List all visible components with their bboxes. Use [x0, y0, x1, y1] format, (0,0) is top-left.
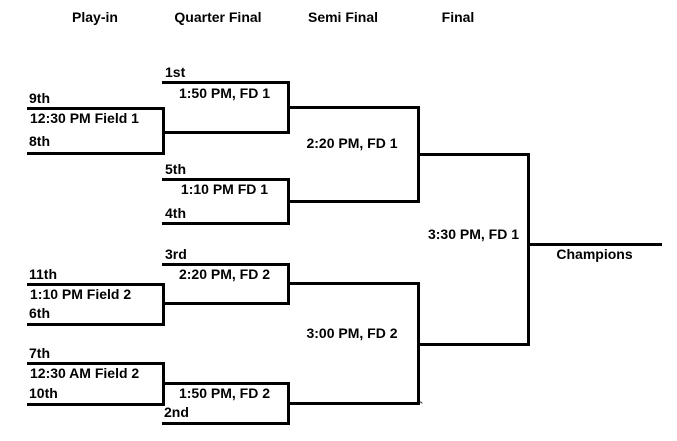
qf2-bottom-seed: 4th — [165, 205, 186, 221]
bracket-line — [287, 402, 417, 405]
column-header-final: Final — [441, 9, 475, 25]
bracket-line — [417, 153, 527, 156]
bracket-line — [162, 302, 287, 305]
bracket-line — [527, 153, 530, 346]
qf4-schedule: 1:50 PM, FD 2 — [178, 385, 271, 401]
column-header-quarter-final: Quarter Final — [174, 9, 262, 25]
bracket-line — [27, 107, 162, 110]
playin2-top-seed: 11th — [29, 266, 58, 282]
bracket-line — [162, 131, 287, 134]
bracket-line — [162, 263, 287, 266]
qf1-seed: 1st — [165, 64, 186, 80]
bracket-line — [162, 222, 287, 225]
bracket-line — [162, 422, 287, 425]
bracket-line — [287, 200, 417, 203]
champion-label: Champions — [556, 246, 633, 262]
playin1-top-seed: 9th — [29, 90, 50, 106]
bracket-line — [162, 81, 287, 84]
bracket-line — [162, 382, 287, 385]
playin1-bottom-seed: 8th — [29, 133, 50, 149]
final-schedule: 3:30 PM, FD 1 — [427, 226, 519, 242]
bracket-line — [27, 152, 162, 155]
bracket-line — [27, 362, 162, 365]
qf3-seed: 3rd — [165, 246, 187, 262]
champion-line — [527, 243, 662, 246]
bracket-line — [27, 403, 162, 406]
sf2-schedule: 3:00 PM, FD 2 — [306, 325, 398, 341]
bracket-line — [287, 282, 417, 285]
column-header-playin: Play-in — [72, 9, 118, 25]
playin3-top-seed: 7th — [29, 345, 50, 361]
qf4-seed: 2nd — [164, 404, 189, 420]
bracket-line — [162, 178, 287, 181]
playin1-schedule: 12:30 PM Field 1 — [30, 110, 139, 126]
bracket-line — [417, 343, 527, 346]
column-header-semi-final: Semi Final — [307, 9, 379, 25]
sf1-schedule: 2:20 PM, FD 1 — [306, 135, 398, 151]
bracket-line — [287, 106, 417, 109]
playin2-schedule: 1:10 PM Field 2 — [30, 286, 132, 302]
bracket-line — [27, 283, 162, 286]
bracket-line — [27, 323, 162, 326]
playin3-schedule: 12:30 AM Field 2 — [30, 365, 140, 381]
qf1-schedule: 1:50 PM, FD 1 — [178, 85, 271, 101]
stray-mark: ` — [419, 399, 424, 414]
qf2-schedule: 1:10 PM FD 1 — [180, 181, 269, 197]
qf2-top-seed: 5th — [165, 161, 186, 177]
playin3-bottom-seed: 10th — [29, 385, 58, 401]
qf3-schedule: 2:20 PM, FD 2 — [178, 266, 271, 282]
playin2-bottom-seed: 6th — [29, 305, 50, 321]
